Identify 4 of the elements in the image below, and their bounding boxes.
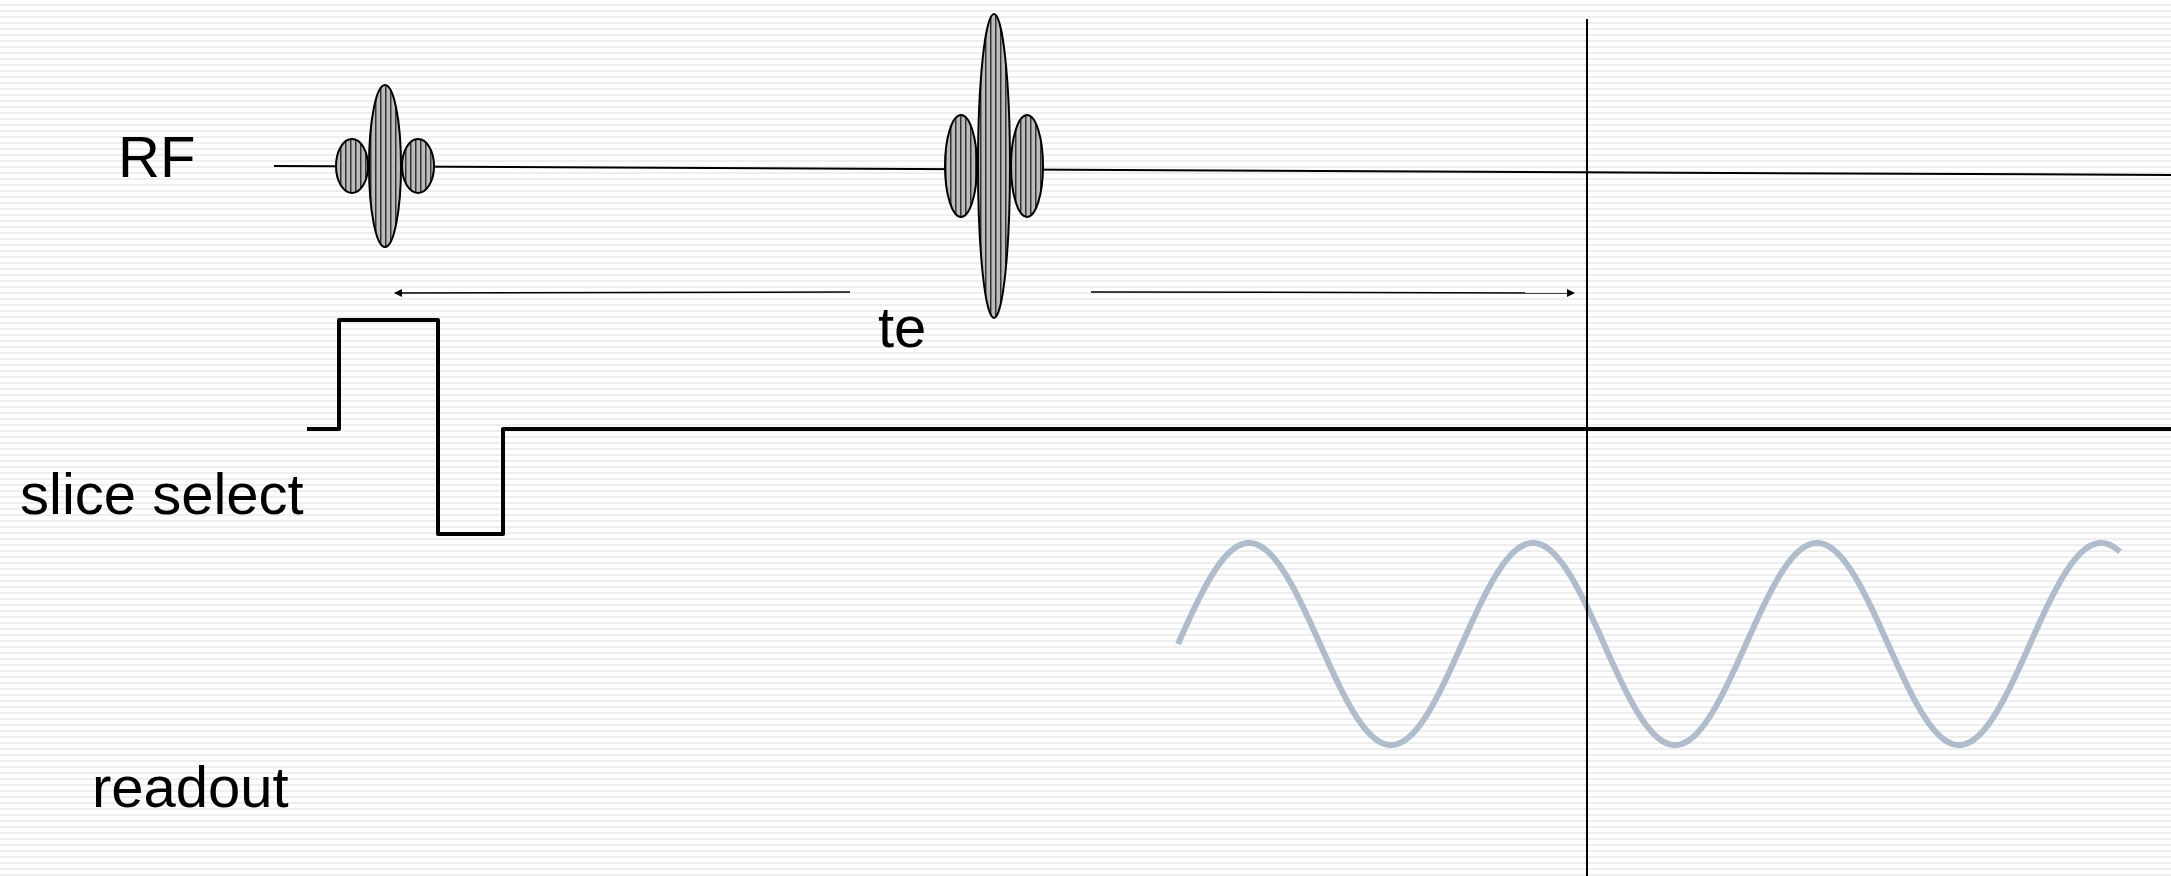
channel-label: slice select — [20, 465, 304, 523]
dimension-label: te — [878, 298, 927, 356]
channel-label: RF — [118, 128, 196, 186]
channel-label: readout — [92, 758, 289, 816]
